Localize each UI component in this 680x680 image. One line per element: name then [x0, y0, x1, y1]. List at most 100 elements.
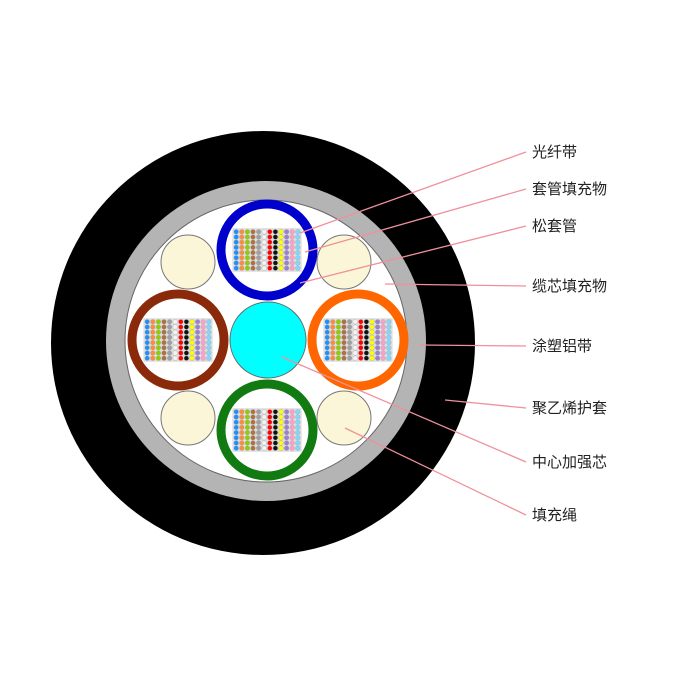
fiber [347, 329, 353, 335]
fiber [250, 265, 256, 271]
fiber [335, 319, 341, 325]
fiber [358, 340, 364, 346]
fiber [289, 409, 295, 415]
fiber [250, 409, 256, 415]
fiber [206, 345, 212, 351]
fiber [155, 345, 161, 351]
fiber [233, 440, 239, 446]
fiber [261, 239, 267, 245]
fiber [261, 409, 267, 415]
fiber [267, 260, 273, 266]
fiber [267, 239, 273, 245]
leader-line [344, 427, 527, 516]
fiber [330, 350, 336, 356]
fiber [330, 329, 336, 335]
fiber [233, 424, 239, 430]
fiber [233, 244, 239, 250]
fiber [200, 329, 206, 335]
leader-line [304, 188, 527, 253]
fiber [375, 329, 381, 335]
fiber [244, 445, 250, 451]
fiber-ribbon [143, 318, 213, 362]
fiber [380, 355, 386, 361]
fiber [324, 340, 330, 346]
fiber [358, 345, 364, 351]
fiber [189, 329, 195, 335]
leader-line [299, 151, 527, 234]
fiber [244, 265, 250, 271]
fiber [272, 409, 278, 415]
fiber [284, 239, 290, 245]
fiber [183, 329, 189, 335]
fiber [284, 260, 290, 266]
fiber [369, 329, 375, 335]
fiber [239, 255, 245, 261]
fiber [375, 350, 381, 356]
fiber [386, 340, 392, 346]
fiber [352, 340, 358, 346]
fiber [178, 324, 184, 330]
fiber [161, 324, 167, 330]
fiber [358, 334, 364, 340]
fiber [369, 319, 375, 325]
fiber [172, 329, 178, 335]
fiber [267, 430, 273, 436]
fiber [386, 319, 392, 325]
fiber [261, 229, 267, 235]
fiber [386, 329, 392, 335]
fiber [195, 340, 201, 346]
fiber [195, 334, 201, 340]
fiber [144, 329, 150, 335]
fiber [244, 244, 250, 250]
fiber [261, 234, 267, 240]
fiber [250, 424, 256, 430]
fiber [330, 324, 336, 330]
fiber [167, 345, 173, 351]
label-loose-tube: 松套管 [532, 217, 578, 235]
fiber [261, 424, 267, 430]
fiber [363, 319, 369, 325]
fiber [267, 419, 273, 425]
fiber [150, 324, 156, 330]
fiber [183, 345, 189, 351]
fiber [233, 409, 239, 415]
fiber [324, 334, 330, 340]
fiber [267, 229, 273, 235]
fiber [200, 324, 206, 330]
fiber [195, 319, 201, 325]
fiber [233, 430, 239, 436]
fiber [256, 265, 262, 271]
fiber [330, 345, 336, 351]
fiber [267, 244, 273, 250]
fiber [289, 265, 295, 271]
fiber [178, 334, 184, 340]
fiber [150, 329, 156, 335]
fiber [278, 414, 284, 420]
leader-line [444, 399, 527, 409]
label-filler-rope: 填充绳 [532, 506, 578, 524]
fiber [284, 409, 290, 415]
fiber [144, 355, 150, 361]
fiber [284, 440, 290, 446]
fiber [244, 430, 250, 436]
fiber [335, 345, 341, 351]
fiber [244, 409, 250, 415]
fiber [375, 355, 381, 361]
fiber [289, 435, 295, 441]
fiber [244, 260, 250, 266]
fiber [352, 334, 358, 340]
fiber [233, 260, 239, 266]
fiber [330, 334, 336, 340]
fiber [358, 324, 364, 330]
fiber [172, 319, 178, 325]
fiber [178, 345, 184, 351]
fiber [272, 244, 278, 250]
fiber [256, 260, 262, 266]
fiber [341, 355, 347, 361]
fiber [284, 255, 290, 261]
fiber [267, 255, 273, 261]
fiber [206, 329, 212, 335]
fiber [267, 250, 273, 256]
fiber [347, 334, 353, 340]
